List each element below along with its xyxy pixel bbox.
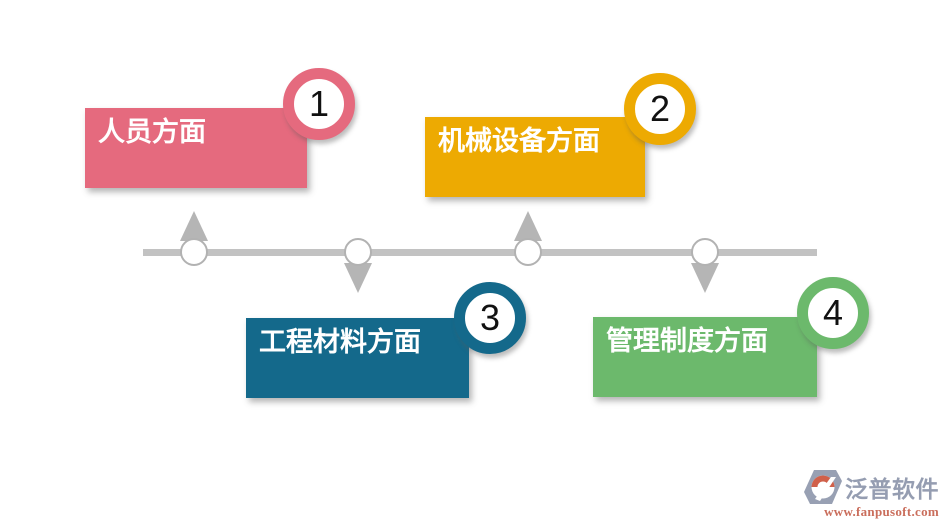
badge-number: 4 xyxy=(822,292,844,333)
item-card-label: 工程材料方面 xyxy=(259,327,421,357)
item-number-badge: 4 xyxy=(797,277,869,349)
timeline-node xyxy=(344,238,372,266)
item-card-label: 管理制度方面 xyxy=(606,326,768,356)
item-card-personnel: 人员方面 xyxy=(85,108,307,188)
badge-number: 1 xyxy=(308,83,330,124)
item-card-label: 人员方面 xyxy=(98,117,206,147)
item-card-materials: 工程材料方面 xyxy=(246,318,469,398)
timeline-node xyxy=(180,238,208,266)
fanpu-logo-icon xyxy=(804,470,842,504)
item-card-label: 机械设备方面 xyxy=(438,126,600,156)
watermark-brand-text: 泛普软件 xyxy=(845,476,939,502)
arrow-down-icon xyxy=(344,263,372,293)
item-number-badge: 1 xyxy=(283,68,355,140)
timeline-node xyxy=(514,238,542,266)
watermark: 泛普软件 www.fanpusoft.com xyxy=(803,469,939,520)
watermark-url-text: www.fanpusoft.com xyxy=(824,504,939,519)
timeline-line xyxy=(143,249,817,256)
arrow-down-icon xyxy=(691,263,719,293)
item-number-badge: 3 xyxy=(454,282,526,354)
badge-number: 3 xyxy=(479,297,501,338)
item-card-machinery: 机械设备方面 xyxy=(425,117,645,197)
arrow-up-icon xyxy=(514,211,542,241)
timeline-node xyxy=(691,238,719,266)
arrow-up-icon xyxy=(180,211,208,241)
badge-number: 2 xyxy=(649,88,671,129)
item-card-management: 管理制度方面 xyxy=(593,317,817,397)
item-number-badge: 2 xyxy=(624,73,696,145)
